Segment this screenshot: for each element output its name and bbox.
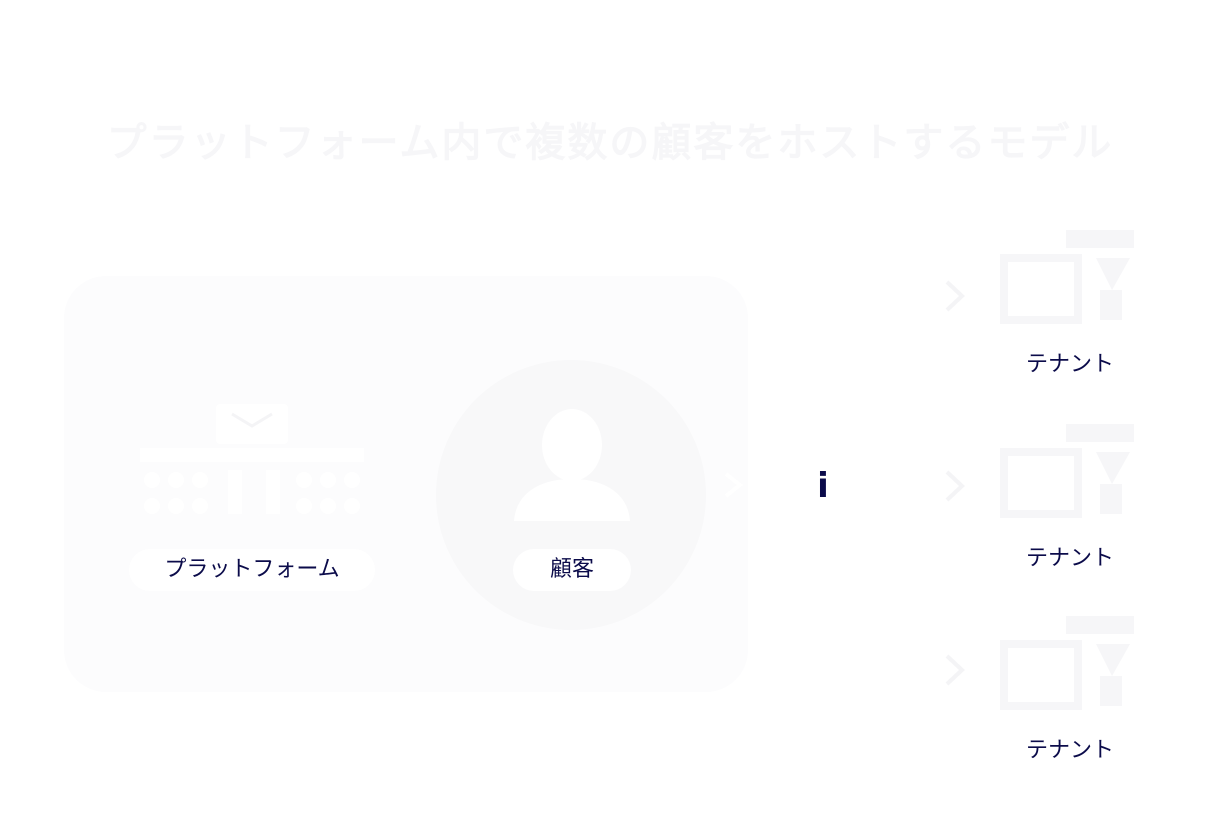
connector-arrow-icon — [724, 472, 744, 498]
chevron-right-icon — [945, 470, 965, 502]
customer-label: 顧客 — [513, 549, 631, 591]
platform-label: プラットフォーム — [129, 549, 375, 591]
tenant-building-icon — [1000, 230, 1134, 324]
info-icon[interactable]: i — [817, 466, 829, 506]
user-silhouette-icon — [514, 409, 630, 521]
platform-network-icon — [140, 404, 364, 514]
tenant-label: テナント — [1025, 738, 1114, 763]
chevron-right-icon — [945, 654, 965, 686]
tenant-label: テナント — [1025, 546, 1114, 571]
diagram-title: プラットフォーム内で複数の顧客をホストするモデル — [106, 120, 1114, 166]
chevron-right-icon — [945, 280, 965, 312]
tenant-building-icon — [1000, 424, 1134, 518]
tenant-building-icon — [1000, 616, 1134, 710]
tenant-label: テナント — [1025, 352, 1114, 377]
